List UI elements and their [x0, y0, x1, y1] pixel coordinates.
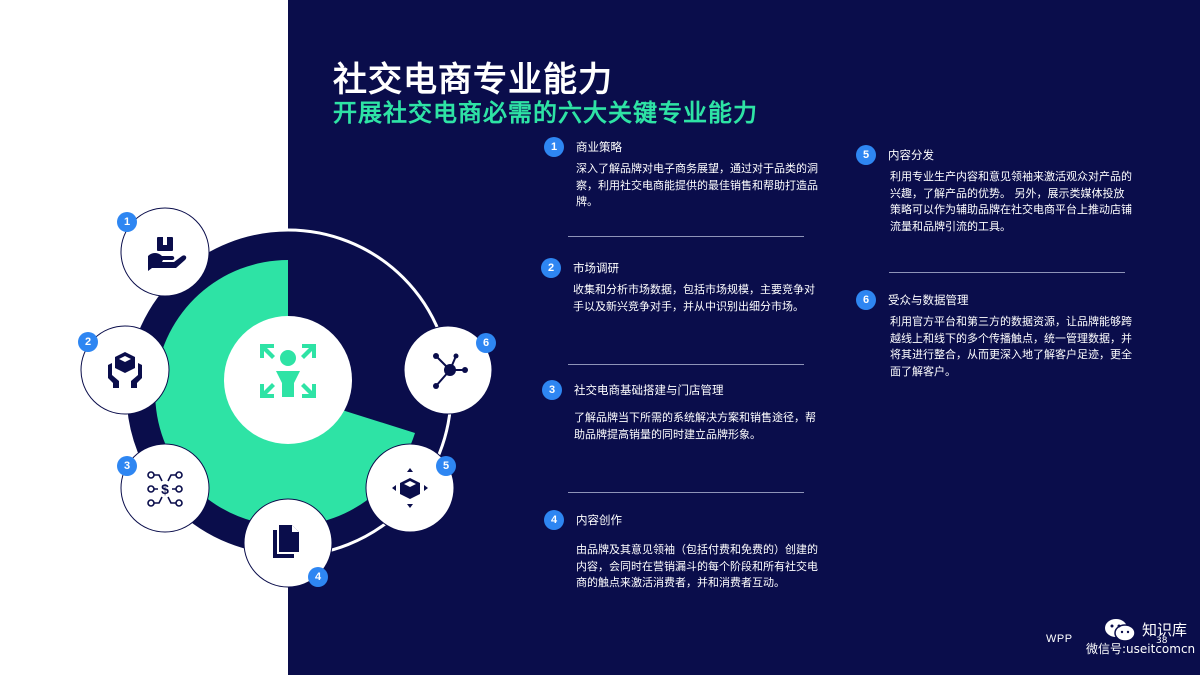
documents-icon [273, 525, 299, 558]
item-title-6: 受众与数据管理 [888, 293, 969, 307]
item-text-2: 收集和分析市场数据，包括市场规模，主要竞争对手以及新兴竞争对手，并从中识别出细分… [573, 283, 815, 313]
person-expand-arrows-icon [260, 344, 316, 398]
capability-item-4: 4 内容创作 由品牌及其意见领袖（包括付费和免费的）创建的内容，会同时在营销漏斗… [544, 510, 822, 592]
watermark-id: 微信号:useitcomcn [1086, 642, 1196, 656]
wheel-badge-4: 4 [308, 567, 328, 587]
item-title-2: 市场调研 [573, 261, 619, 275]
item-badge-3: 3 [542, 380, 562, 400]
item-text-4: 由品牌及其意见领袖（包括付费和免费的）创建的内容，会同时在营销漏斗的每个阶段和所… [576, 543, 818, 589]
item-text-5: 利用专业生产内容和意见领袖来激活观众对产品的兴趣，了解产品的优势。 另外，展示类… [890, 170, 1132, 233]
wheel-badge-3: 3 [117, 456, 137, 476]
item-title-4: 内容创作 [576, 513, 622, 527]
item-text-1: 深入了解品牌对电子商务展望，通过对于品类的洞察，利用社交电商能提供的最佳销售和帮… [576, 162, 818, 208]
hub-network-icon [433, 353, 468, 389]
page-number: 38 [1156, 636, 1168, 646]
wheel-badge-6: 6 [476, 333, 496, 353]
capability-item-1: 1 商业策略 深入了解品牌对电子商务展望，通过对于品类的洞察，利用社交电商能提供… [544, 137, 820, 211]
svg-text:$: $ [161, 481, 169, 497]
item-text-3: 了解品牌当下所需的系统解决方案和销售途径，帮助品牌提高销量的同时建立品牌形象。 [574, 411, 816, 441]
capability-wheel: $ [80, 207, 493, 588]
item-badge-6: 6 [856, 290, 876, 310]
footer-brand: WPP [1046, 633, 1073, 645]
divider-1 [568, 236, 804, 237]
watermark-name: 知识库 [1142, 621, 1188, 639]
capability-item-5: 5 内容分发 利用专业生产内容和意见领袖来激活观众对产品的兴趣，了解产品的优势。… [856, 145, 1132, 235]
item-title-5: 内容分发 [888, 148, 934, 162]
capability-item-3: 3 社交电商基础搭建与门店管理 了解品牌当下所需的系统解决方案和销售途径，帮助品… [542, 380, 820, 443]
wechat-icon [1105, 619, 1136, 642]
item-badge-5: 5 [856, 145, 876, 165]
hand-holding-box-icon [148, 237, 187, 271]
divider-4 [889, 272, 1125, 273]
page-subtitle: 开展社交电商必需的六大关键专业能力 [333, 99, 758, 127]
hands-cube-icon [108, 352, 142, 388]
node-circle-1 [120, 207, 210, 297]
dollar-network-icon: $ [147, 471, 183, 507]
item-badge-4: 4 [544, 510, 564, 530]
item-title-3: 社交电商基础搭建与门店管理 [574, 383, 724, 397]
wheel-badge-1: 1 [117, 212, 137, 232]
capability-item-6: 6 受众与数据管理 利用官方平台和第三方的数据资源，让品牌能够跨越线上和线下的多… [856, 290, 1132, 380]
capability-item-2: 2 市场调研 收集和分析市场数据，包括市场规模，主要竞争对手以及新兴竞争对手，并… [541, 258, 823, 315]
item-badge-2: 2 [541, 258, 561, 278]
page-title: 社交电商专业能力 [333, 60, 613, 100]
divider-3 [568, 492, 804, 493]
divider-2 [568, 364, 804, 365]
node-circle-3 [120, 443, 210, 533]
wheel-badge-5: 5 [436, 456, 456, 476]
item-text-6: 利用官方平台和第三方的数据资源，让品牌能够跨越线上和线下的多个传播触点，统一管理… [890, 315, 1132, 378]
item-badge-1: 1 [544, 137, 564, 157]
cube-arrows-icon [392, 468, 428, 508]
item-title-1: 商业策略 [576, 140, 622, 154]
wheel-badge-2: 2 [78, 332, 98, 352]
